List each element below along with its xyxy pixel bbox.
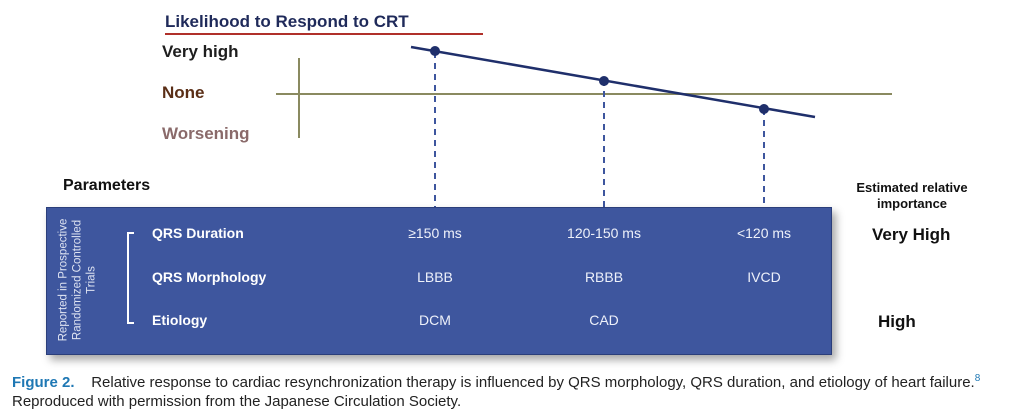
- caption-text-2: Reproduced with permission from the Japa…: [12, 393, 462, 410]
- cell-etiology-1: DCM: [419, 312, 451, 328]
- row-label-qrs-morphology: QRS Morphology: [152, 269, 267, 285]
- side-label-line1: Reported in Prospective: [57, 218, 70, 342]
- title-underline: [165, 33, 483, 35]
- importance-heading-line1: Estimated relative: [856, 180, 968, 195]
- level-none: None: [162, 83, 205, 102]
- cell-etiology-2: CAD: [589, 312, 619, 328]
- point-low: [759, 104, 769, 114]
- cell-qrs-morphology-3: IVCD: [747, 269, 781, 285]
- point-high: [430, 46, 440, 56]
- importance-heading-line2: importance: [876, 196, 948, 211]
- row-label-etiology: Etiology: [152, 312, 208, 328]
- cell-qrs-duration-2: 120-150 ms: [567, 225, 641, 241]
- cell-qrs-morphology-2: RBBB: [584, 269, 624, 285]
- caption-reference: 8: [974, 373, 981, 384]
- cell-qrs-duration-3: <120 ms: [736, 225, 792, 241]
- row-label-qrs-duration: QRS Duration: [152, 225, 244, 241]
- side-label: Reported in Prospective Randomized Contr…: [54, 212, 102, 348]
- row-bracket: [127, 232, 134, 324]
- importance-heading: Estimated relative importance: [826, 180, 998, 212]
- level-very-high: Very high: [162, 42, 239, 61]
- level-worsening: Worsening: [162, 124, 250, 143]
- figure-caption: Figure 2. Relative response to cardiac r…: [12, 373, 1012, 411]
- caption-label: Figure 2.: [12, 374, 75, 391]
- importance-very-high: Very High: [872, 225, 951, 244]
- importance-high: High: [878, 312, 916, 331]
- point-mid: [599, 76, 609, 86]
- cell-qrs-duration-1: ≥150 ms: [408, 225, 462, 241]
- cell-qrs-morphology-1: LBBB: [417, 269, 453, 285]
- side-label-line3: Trials: [85, 266, 98, 294]
- parameters-heading: Parameters: [63, 177, 151, 194]
- chart-title: Likelihood to Respond to CRT: [165, 12, 409, 31]
- parameters-panel: [46, 207, 832, 355]
- side-label-line2: Randomized Controlled: [71, 219, 84, 341]
- trend-line: [410, 45, 816, 119]
- caption-text: Relative response to cardiac resynchroni…: [91, 374, 975, 391]
